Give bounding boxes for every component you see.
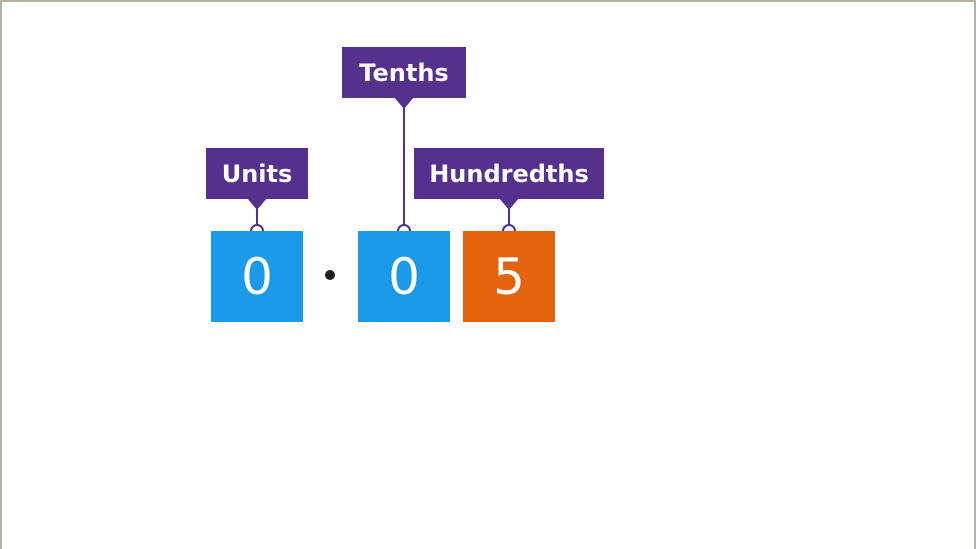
units-label: Units — [206, 148, 308, 199]
tenths-digit-box: 0 — [358, 231, 450, 322]
units-pointer — [247, 198, 267, 210]
hundredths-label-text: Hundredths — [429, 159, 589, 188]
hundredths-digit-box: 5 — [463, 231, 555, 322]
tenths-label: Tenths — [342, 47, 466, 98]
units-digit: 0 — [241, 247, 273, 306]
hundredths-pointer — [499, 198, 519, 210]
hundredths-digit: 5 — [493, 247, 525, 306]
units-label-text: Units — [221, 159, 293, 188]
tenths-connector-line — [403, 107, 405, 225]
hundredths-label: Hundredths — [414, 148, 604, 199]
tenths-label-text: Tenths — [359, 58, 449, 87]
tenths-digit: 0 — [388, 247, 420, 306]
units-connector-line — [256, 208, 258, 225]
decimal-point — [325, 270, 335, 280]
units-digit-box: 0 — [211, 231, 303, 322]
tenths-pointer — [394, 97, 414, 109]
hundredths-connector-line — [508, 208, 510, 225]
